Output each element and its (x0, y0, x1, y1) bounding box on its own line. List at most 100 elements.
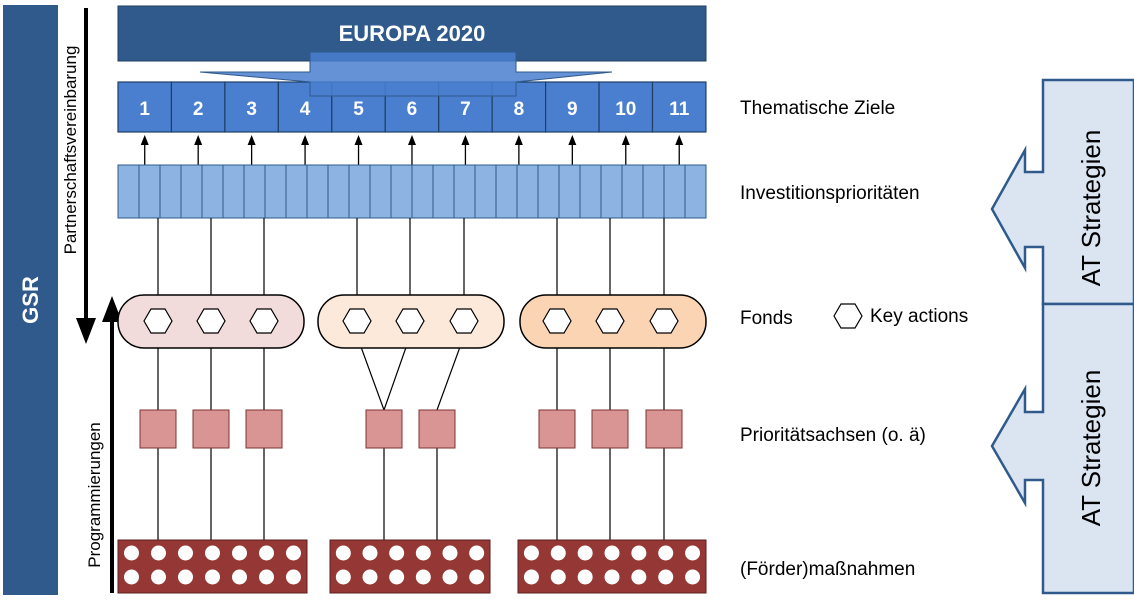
at-strategy-bottom-label: AT Strategien (1076, 370, 1106, 527)
thematic-goal-box (651, 81, 707, 133)
key-action-hexagon (143, 308, 173, 334)
priority-axis-box (245, 409, 283, 449)
label-investment: Investitionsprioritäten (740, 183, 920, 204)
key-action-hexagon (249, 308, 279, 334)
goal-arrow-head (301, 135, 310, 145)
thematic-goal-number: 2 (193, 99, 204, 120)
key-action-hexagon (649, 308, 679, 334)
priority-axis-box (591, 409, 629, 449)
measure-dot (469, 569, 485, 585)
investment-priority-cell (201, 164, 224, 219)
measure-dot (550, 569, 566, 585)
investment-priority-cell (243, 164, 266, 219)
investment-priority-cell (411, 164, 434, 219)
investment-priority-cell (516, 164, 539, 219)
investment-priority-cell (159, 164, 182, 219)
measure-dot (362, 569, 378, 585)
investment-priority-cell (285, 164, 308, 219)
measure-dot (631, 545, 647, 561)
goal-arrow-head (247, 135, 256, 145)
measure-dot (577, 545, 593, 561)
measure-dot (232, 545, 247, 561)
priority-axis-box (139, 409, 177, 449)
measure-dot (286, 569, 301, 585)
measure-dot (205, 569, 220, 585)
investment-priority-cell (180, 164, 203, 219)
legend-hexagon-icon (833, 303, 863, 329)
goal-arrow-head (194, 135, 203, 145)
investment-priority-cell (432, 164, 455, 219)
investment-priority-cell (369, 164, 392, 219)
investment-priority-cell (579, 164, 602, 219)
measure-dot (415, 569, 431, 585)
thematic-goal-number: 11 (669, 99, 690, 120)
thematic-goal-box (170, 81, 226, 133)
partnership-label: Partnerschaftsvereinbarung (61, 46, 80, 255)
measure-dot (205, 545, 220, 561)
thematic-goal-number: 5 (353, 99, 364, 120)
investment-priority-cell (537, 164, 560, 219)
thematic-goal-box (598, 81, 654, 133)
at-strategy-top-label: AT Strategien (1076, 130, 1106, 287)
at-strategy-bottom-arrow (990, 302, 1134, 595)
key-action-hexagon (196, 308, 226, 334)
investment-priority-cell (390, 164, 413, 219)
goal-arrow-head (354, 135, 363, 145)
priority-axis-box (418, 409, 456, 449)
measure-dot (286, 545, 301, 561)
investment-priority-cell (222, 164, 245, 219)
investment-priority-cell (684, 164, 707, 219)
measure-dot (604, 569, 620, 585)
measure-dot (415, 545, 431, 561)
goal-arrow-head (407, 135, 416, 145)
investment-priority-cell (306, 164, 329, 219)
priority-axis-box (645, 409, 683, 449)
measure-block (329, 539, 491, 594)
measure-dot (389, 545, 405, 561)
measure-dot (550, 545, 566, 561)
goal-arrow-head (140, 135, 149, 145)
priority-axis-box (365, 409, 403, 449)
investment-priority-cell (642, 164, 665, 219)
investment-priority-cell (663, 164, 686, 219)
thematic-goal-number: 6 (407, 99, 418, 120)
investment-priority-cell (327, 164, 350, 219)
measure-dot (335, 545, 351, 561)
gsr-bar (3, 5, 58, 595)
measure-dot (178, 569, 193, 585)
measure-dot (442, 545, 458, 561)
priority-axes-row (139, 409, 683, 449)
measure-dot (631, 569, 647, 585)
measure-dot (685, 569, 701, 585)
measure-dot (232, 569, 247, 585)
thematic-goal-box (544, 81, 600, 133)
label-measures: (Förder)maßnahmen (740, 559, 915, 580)
investment-priority-cell (264, 164, 287, 219)
goal-arrows (140, 135, 684, 165)
investment-priority-cell (621, 164, 644, 219)
investment-priority-cell (600, 164, 623, 219)
goal-arrow-head (568, 135, 577, 145)
measure-dot (178, 545, 193, 561)
thematic-goal-number: 8 (514, 99, 525, 120)
measure-dot (124, 569, 139, 585)
measure-dot (124, 545, 139, 561)
goal-arrow-head (461, 135, 470, 145)
priority-axis-box (192, 409, 230, 449)
thematic-goal-number: 10 (615, 99, 636, 120)
measure-dot (362, 545, 378, 561)
partnership-arrow-head (76, 318, 96, 344)
measure-dot (151, 545, 166, 561)
label-axes: Prioritätsachsen (o. ä) (740, 425, 926, 446)
gsr-label: GSR (18, 276, 43, 324)
measure-dot (151, 569, 166, 585)
measure-dot (577, 569, 593, 585)
thematic-goal-number: 9 (567, 99, 578, 120)
at-strategy-top-arrow (990, 78, 1134, 306)
investment-priority-cell (117, 164, 140, 219)
measure-dot (523, 569, 539, 585)
measure-dot (259, 545, 274, 561)
measure-dot (259, 569, 274, 585)
